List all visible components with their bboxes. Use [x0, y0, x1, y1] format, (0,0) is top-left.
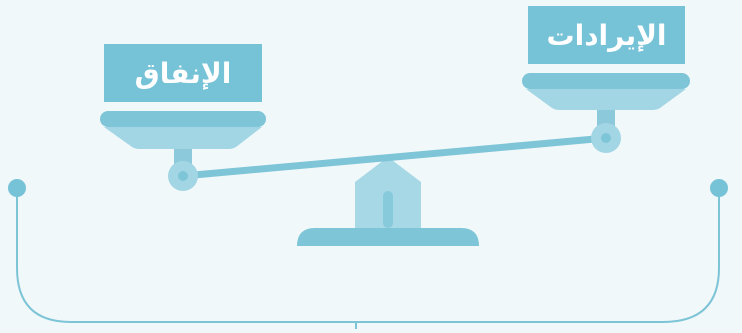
right-pan-joint-center	[601, 133, 611, 143]
bracket-left-dot	[8, 179, 26, 197]
left-pan-joint-center	[178, 171, 188, 181]
revenue-label: الإيرادات	[528, 6, 685, 64]
spending-label: الإنفاق	[104, 44, 262, 102]
right-pan-rim	[522, 73, 690, 89]
scale-pivot-slot	[383, 191, 393, 228]
left-pan-bowl	[104, 127, 262, 149]
bracket-right-dot	[710, 179, 728, 197]
scale-base	[297, 228, 479, 246]
left-pan-rim	[100, 111, 266, 127]
right-pan-bowl	[526, 89, 686, 110]
left-pan	[100, 111, 266, 191]
